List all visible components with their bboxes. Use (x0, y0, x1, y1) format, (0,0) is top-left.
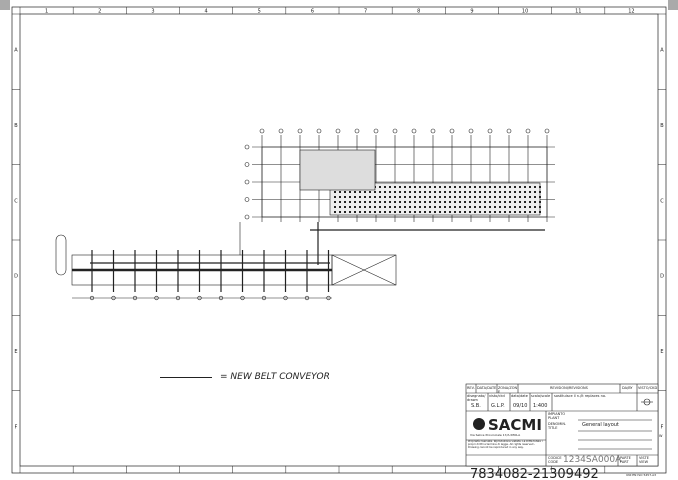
press-area (299, 149, 376, 191)
drawing-code: 1234SA000A (563, 455, 622, 465)
disclaimer: Proprietà riservata. Riproduzione vietat… (468, 440, 543, 449)
column-label: 6 (311, 9, 314, 15)
belt-conveyor-line-sample (160, 376, 212, 378)
sheet-size: UNI EN ISO 5457-A3 (626, 473, 657, 477)
column-label: 8 (417, 9, 420, 15)
header-zone: ZONA/ZONE (498, 386, 518, 395)
row-label: D (14, 274, 18, 280)
row-label: D (660, 274, 664, 280)
label-checked: visto/ckd (489, 394, 505, 398)
corner-mark (668, 0, 678, 10)
drawn-by: S.B. (471, 403, 481, 409)
title-block (465, 383, 659, 467)
label-drawn: disegnato/drawn (467, 394, 486, 403)
plant-layout (55, 128, 555, 301)
row-label: B (660, 123, 664, 129)
column-label: 11 (575, 9, 581, 15)
row-label: B (14, 123, 18, 129)
row-label: E (14, 349, 17, 355)
transfer-area (331, 254, 397, 286)
row-label: F (15, 424, 18, 430)
header-by: DA/BY (622, 386, 633, 390)
row-label: E (660, 349, 663, 355)
column-label: 2 (98, 9, 101, 15)
column-label: 7 (364, 9, 367, 15)
row-label: A (14, 48, 18, 54)
date-value: 09/10 (513, 403, 528, 409)
view-label: VISTE VIEW (639, 456, 649, 465)
sacmi-logo: SACMI (473, 416, 542, 434)
drawing-title: General layout (582, 422, 619, 428)
watermark: 7834082-21309492 (470, 467, 599, 480)
company-name: SACMI (488, 416, 542, 434)
label-replaces: sostituisce il n./it replaces no. (554, 394, 607, 398)
checked-by: G.L.P. (491, 403, 505, 409)
header-revisions: REVISIONI/REVISIONS (550, 386, 588, 390)
row-label: F (661, 424, 664, 430)
header-rev: REV. (467, 386, 475, 390)
header-ckd: VISTO/CKD (638, 386, 658, 390)
legend: = NEW BELT CONVEYOR (160, 372, 330, 382)
header-date: DATA/DATE (477, 386, 497, 390)
side-mark: W (659, 434, 663, 438)
plant-label: IMPIANTO PLANT (548, 412, 566, 421)
column-label: 1 (45, 9, 48, 15)
parts-label: PARTE PART (620, 456, 631, 465)
column-label: 5 (258, 9, 261, 15)
column-label: 10 (522, 9, 528, 15)
column-label: 4 (204, 9, 207, 15)
code-label: CODICE CODE (548, 456, 562, 465)
column-label: 9 (470, 9, 473, 15)
row-label: A (660, 48, 664, 54)
column-label: 3 (151, 9, 154, 15)
column-label: 12 (628, 9, 634, 15)
silo (55, 234, 67, 276)
company-address: Via Selice Provinciale 17/A IMOLA (470, 433, 521, 437)
legend-label: = NEW BELT CONVEYOR (220, 372, 330, 382)
corner-mark (0, 0, 10, 10)
scale-value: 1:400 (533, 403, 548, 409)
label-scale: scala/scale (531, 394, 551, 398)
row-label: C (14, 198, 18, 204)
row-label: C (660, 198, 664, 204)
label-date: data/date (511, 394, 528, 398)
title-label: DENOMIN. TITLE (548, 422, 567, 431)
